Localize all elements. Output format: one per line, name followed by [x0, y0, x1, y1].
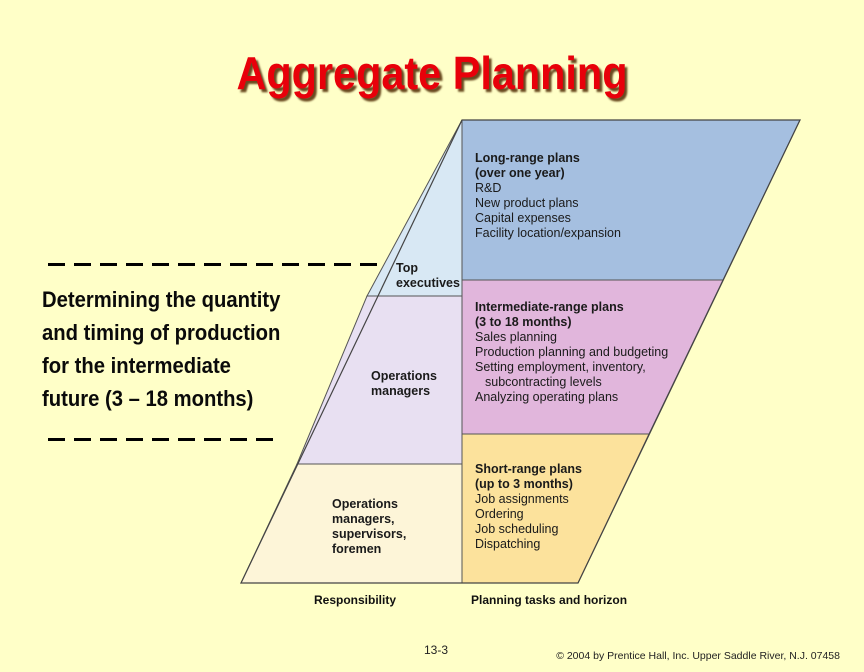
copyright-notice: © 2004 by Prentice Hall, Inc. Upper Sadd… [556, 650, 840, 662]
long-range-heading: Long-range plans [475, 151, 580, 165]
dashed-line-top [48, 263, 386, 267]
list-item: Facility location/expansion [475, 226, 621, 240]
list-item: Sales planning [475, 330, 558, 344]
top-executives-label: Top executives [396, 261, 460, 290]
list-item: New product plans [475, 196, 579, 210]
list-item: Job scheduling [475, 522, 559, 536]
intermediate-range-plans-text: Intermediate-range plans (3 to 18 months… [475, 300, 668, 405]
long-range-plans-text: Long-range plans (over one year) R&D New… [475, 151, 621, 241]
list-item: Dispatching [475, 537, 541, 551]
list-item: Setting employment, inventory, [475, 360, 646, 374]
responsibility-axis-label: Responsibility [314, 593, 397, 607]
aggregate-planning-description: Determining the quantity and timing of p… [42, 287, 281, 411]
list-item: Capital expenses [475, 211, 571, 225]
list-item: Production planning and budgeting [475, 345, 669, 359]
list-item: R&D [475, 181, 502, 195]
list-item: Job assignments [475, 492, 569, 506]
short-range-heading: Short-range plans [475, 462, 582, 476]
page-title: Aggregate Planning [236, 47, 628, 99]
planning-axis-label: Planning tasks and horizon [471, 593, 628, 607]
long-range-subheading: (over one year) [475, 166, 565, 180]
operations-managers-label: Operations managers [371, 369, 437, 398]
diagram-outline [240, 119, 801, 584]
intermediate-range-subheading: (3 to 18 months) [475, 315, 572, 329]
dashed-line-bottom [48, 438, 282, 442]
list-item: Ordering [475, 507, 524, 521]
short-range-subheading: (up to 3 months) [475, 477, 573, 491]
short-range-plans-text: Short-range plans (up to 3 months) Job a… [475, 462, 582, 552]
list-item: subcontracting levels [485, 375, 602, 389]
slide-number: 13-3 [424, 643, 449, 657]
intermediate-range-heading: Intermediate-range plans [475, 300, 624, 314]
list-item: Analyzing operating plans [475, 390, 619, 404]
operations-foremen-label: Operations managers, supervisors, foreme… [332, 497, 407, 556]
